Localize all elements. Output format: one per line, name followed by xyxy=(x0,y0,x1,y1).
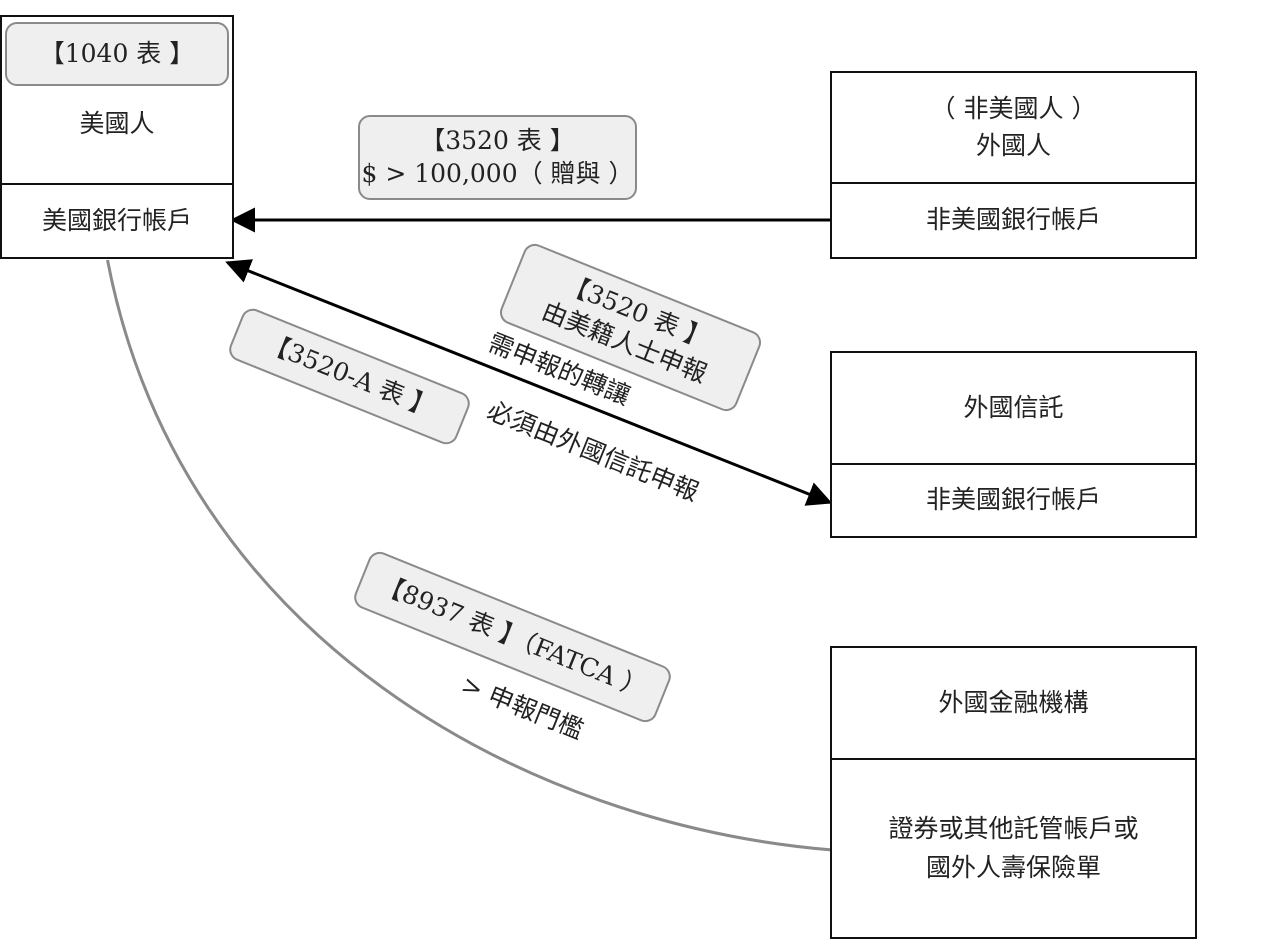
foreign-person-box: （ 非美國人 ） 外國人 非美國銀行帳戶 xyxy=(830,71,1197,259)
foreign-fi-detail-line2: 國外人壽保險單 xyxy=(925,852,1101,882)
foreign-person-title: （ 非美國人 ） 外國人 xyxy=(832,73,1195,182)
foreign-fi-title: 外國金融機構 xyxy=(938,687,1089,717)
fatca-curve xyxy=(106,259,833,852)
trust-transfer-arrow xyxy=(225,259,833,506)
gift-form-label: 【3520 表 】 $ > 100,000（ 贈與 ） xyxy=(358,115,637,200)
us-person-title: 美國人 xyxy=(79,109,155,139)
foreign-fi-detail: 證券或其他託管帳戶或 國外人壽保險單 xyxy=(832,758,1195,937)
foreign-person-title-line1: （ 非美國人 ） xyxy=(930,94,1097,124)
foreign-person-title-line2: 外國人 xyxy=(975,130,1051,160)
foreign-fi-box: 外國金融機構 證券或其他託管帳戶或 國外人壽保險單 xyxy=(830,646,1197,939)
foreign-trust-box: 外國信託 非美國銀行帳戶 xyxy=(830,351,1197,538)
us-bank-account: 美國銀行帳戶 xyxy=(2,183,232,257)
foreign-fi-detail-line1: 證券或其他託管帳戶或 xyxy=(888,813,1139,843)
form-1040-badge: 【1040 表 】 xyxy=(5,22,229,86)
foreign-trust-title: 外國信託 xyxy=(963,392,1064,422)
gift-threshold: $ > 100,000（ 贈與 ） xyxy=(361,158,634,188)
gift-form-name: 【3520 表 】 xyxy=(420,126,575,155)
form-1040-label: 【1040 表 】 xyxy=(39,38,195,68)
foreign-trust-account: 非美國銀行帳戶 xyxy=(832,463,1195,536)
foreign-person-account: 非美國銀行帳戶 xyxy=(832,182,1195,257)
